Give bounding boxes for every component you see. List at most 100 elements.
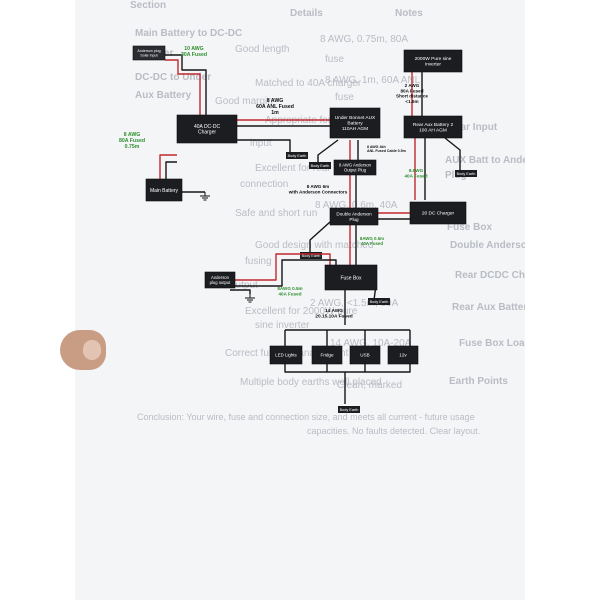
ghost-row-note: Safe and short run (235, 208, 318, 219)
ghost-row-note: Good length (235, 44, 290, 55)
ghost-row-label: Rear DCDC Charger (455, 270, 525, 281)
ghost-row-note: connection (240, 179, 289, 190)
main-battery-box-label: Main Battery (150, 188, 179, 194)
wire-main-battery-positive (159, 154, 177, 180)
fridge-box-label: Fridge (320, 353, 333, 358)
ghost-row-detail: 8 AWG, 0.75m, 80A (320, 34, 409, 45)
fuse-body-earth-tag (368, 298, 390, 305)
wire-solar-positive (165, 59, 201, 117)
ghost-row-label: Main Battery to DC-DC (135, 28, 243, 39)
wire-aux-earth (317, 139, 339, 164)
ghost-row-note: Multiple body earths well placed (240, 377, 382, 388)
usb-box-label: USB (360, 353, 369, 358)
rear-aux-body-earth-tag-label: Body Earth (457, 172, 476, 176)
led-lights-box (269, 345, 303, 365)
dcdc-body-earth-tag-label: Body Earth (288, 154, 307, 158)
double-anderson-box (329, 207, 379, 226)
ghost-row-note: Excellent for rear (255, 163, 331, 174)
rear-aux-body-earth-tag (455, 170, 477, 177)
ghost-row-label: Earth Points (449, 376, 508, 387)
v12-box-label: 12v (399, 353, 407, 358)
ghost-row-label: AUX Batt to Anderson (445, 155, 525, 166)
ghost-conclusion-line1: Conclusion: Your wire, fuse and connecti… (137, 412, 475, 422)
ghost-row-detail: fuse (325, 54, 344, 65)
ghost-row-detail: 14 AWG, 10A-20A (330, 338, 412, 349)
aux-body-earth-tag (309, 162, 331, 169)
wire-rear-aux-earth (444, 137, 461, 170)
ghost-row-detail: 8 AWG, 1m, 60A ANL (325, 75, 421, 86)
main-battery-box (145, 178, 183, 202)
wire-main-battery-negative (165, 161, 177, 180)
ghost-row-label: Rear Aux Battery to Inverter (452, 302, 525, 313)
fridge-box (311, 345, 343, 365)
wire-anderson-plug-fuse-pos (235, 253, 331, 281)
wire-load-bus-bottom (284, 362, 411, 373)
inverter-box (403, 49, 463, 73)
ghost-header-notes: Notes (395, 8, 423, 19)
double-body-earth-tag (300, 252, 322, 259)
ghost-row-label: Fuse Box (447, 222, 493, 233)
loads-body-earth-tag-label: Body Earth (340, 408, 359, 412)
wire-dcdc-earth (237, 139, 291, 152)
v12-box (387, 345, 419, 365)
ghost-row-detail: 2 AWG, <1.5m, 80A (310, 298, 399, 309)
ghost-header-details: Details (290, 8, 323, 19)
loads-body-earth-tag (338, 406, 360, 413)
ghost-row-label: Aux Battery (135, 90, 192, 101)
ghost-row-label: Solar Input (445, 122, 498, 133)
ghost-row-note: Matched to 40A charger (255, 78, 362, 89)
anderson-plug-box (204, 271, 236, 289)
dcdc-rear-box (409, 201, 467, 225)
ghost-row-label: DC-DC to Under (135, 72, 212, 83)
fuse-box (324, 264, 378, 291)
ghost-row-detail: input (250, 138, 272, 149)
ghost-conclusion-line2: capacities. No faults detected. Clear la… (307, 426, 481, 436)
ghost-header-section: Section (130, 0, 167, 11)
aux-battery-box (329, 107, 381, 139)
solar-plug-box (132, 45, 166, 61)
wire-solar-negative (165, 54, 207, 117)
fuse-box-label: Fuse Box (340, 275, 362, 281)
thumb-nail (83, 340, 101, 360)
dcdc-front-box (176, 114, 238, 144)
dcdc-rear-box-label: 20 DC Charger (422, 211, 455, 217)
rear-aux-box (403, 115, 463, 139)
ghost-row-note: Excellent for 2000W pure (245, 306, 358, 317)
anderson-output-box (333, 159, 377, 176)
ghost-row-label: Fuse Box Loads (459, 338, 525, 349)
ghost-row-detail: Clean, marked (337, 380, 403, 391)
wire-anderson-plug-fuse-neg (235, 259, 337, 287)
fuse-body-earth-tag-label: Body Earth (370, 300, 389, 304)
ghost-row-note: Good design with matched (255, 240, 374, 251)
dcdc-body-earth-tag (286, 152, 308, 159)
wire-double-earth (309, 221, 331, 256)
ghost-row-note: Good margin (215, 96, 273, 107)
double-body-earth-tag-label: Body Earth (302, 254, 321, 258)
usb-box (349, 345, 381, 365)
ghost-row-detail: fusing (245, 256, 272, 267)
wire-anderson-plug-earth (230, 289, 251, 294)
ghost-row-detail: fuse (335, 92, 354, 103)
led-lights-box-label: LED Lights (275, 353, 297, 358)
ghost-row-detail: sine inverter (255, 320, 310, 331)
aux-body-earth-tag-label: Body Earth (311, 164, 330, 168)
